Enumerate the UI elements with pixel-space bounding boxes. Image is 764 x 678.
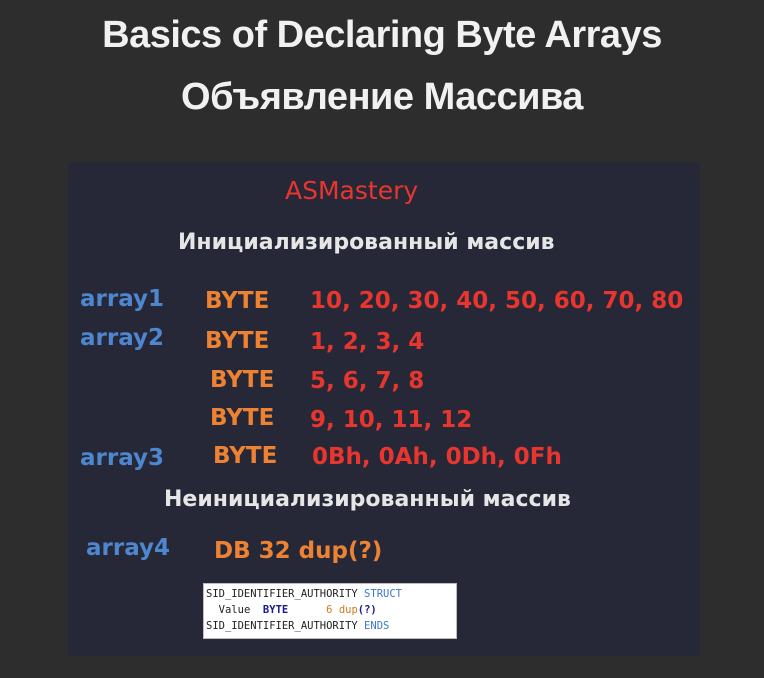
code-snippet: SID_IDENTIFIER_AUTHORITY STRUCT Value BY… bbox=[203, 583, 457, 639]
code-line-1: SID_IDENTIFIER_AUTHORITY STRUCT bbox=[206, 586, 456, 602]
slide-subtitle: Объявление Массива bbox=[181, 76, 583, 118]
row-values-5: 0Bh, 0Ah, 0Dh, 0Fh bbox=[312, 444, 562, 470]
code-line-2: Value BYTE 6 dup(?) bbox=[206, 602, 456, 618]
dup-keyword: dup bbox=[338, 604, 358, 616]
heading-uninitialized: Неинициализированный массив bbox=[164, 487, 571, 512]
heading-initialized: Инициализированный массив bbox=[178, 230, 555, 255]
code-panel bbox=[68, 163, 700, 656]
row-decl-array4: DB 32 dup(?) bbox=[214, 538, 383, 564]
row-label-array4: array4 bbox=[86, 535, 171, 561]
row-type-2: BYTE bbox=[205, 328, 270, 354]
slide-title: Basics of Declaring Byte Arrays bbox=[102, 14, 662, 56]
brand-label: ASMastery bbox=[285, 176, 419, 205]
field-count: 6 bbox=[326, 604, 333, 616]
row-values-4: 9, 10, 11, 12 bbox=[310, 407, 473, 433]
row-label-array1: array1 bbox=[80, 286, 165, 312]
dup-arg: (?) bbox=[357, 604, 377, 616]
struct-keyword: STRUCT bbox=[364, 588, 402, 600]
row-values-2: 1, 2, 3, 4 bbox=[310, 329, 425, 355]
row-values-1: 10, 20, 30, 40, 50, 60, 70, 80 bbox=[310, 288, 684, 314]
row-label-array3: array3 bbox=[80, 445, 165, 471]
row-type-5: BYTE bbox=[213, 443, 278, 469]
row-type-1: BYTE bbox=[205, 288, 270, 314]
row-label-array2: array2 bbox=[80, 325, 165, 351]
ends-name: SID_IDENTIFIER_AUTHORITY bbox=[206, 620, 358, 632]
struct-name: SID_IDENTIFIER_AUTHORITY bbox=[206, 588, 358, 600]
field-name: Value bbox=[218, 604, 251, 616]
row-type-3: BYTE bbox=[210, 367, 275, 393]
row-type-4: BYTE bbox=[210, 405, 275, 431]
field-type: BYTE bbox=[262, 604, 289, 616]
row-values-3: 5, 6, 7, 8 bbox=[310, 368, 425, 394]
ends-keyword: ENDS bbox=[364, 620, 390, 632]
code-line-3: SID_IDENTIFIER_AUTHORITY ENDS bbox=[206, 618, 456, 634]
